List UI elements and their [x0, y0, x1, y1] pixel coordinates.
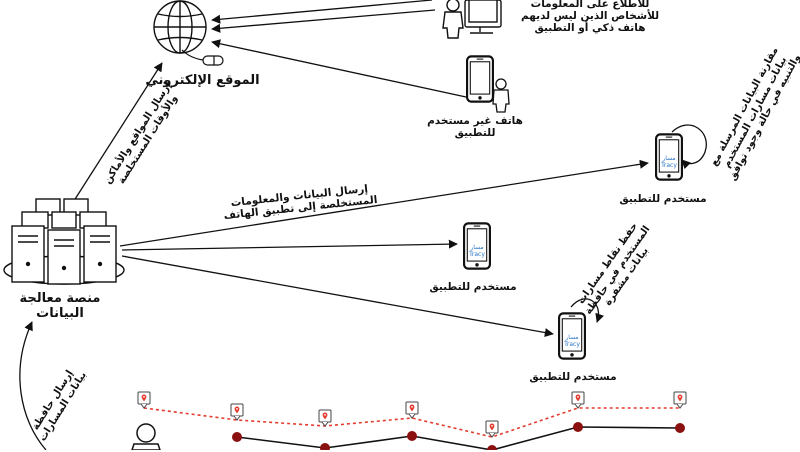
arrow-platform-to-web: [69, 62, 163, 208]
person-icon: [442, 0, 464, 39]
arrow-platform-to-app-3: [121, 255, 554, 338]
app-screen-line1: مسار: [469, 244, 483, 251]
route-node: [487, 445, 497, 450]
non-app-user-line1: هاتف غير مستخدم: [427, 115, 523, 127]
location-pin-icon: [405, 401, 419, 419]
location-pin-icon: [673, 391, 687, 409]
arrow-desktop-to-web-top: [211, 0, 433, 24]
compare-loop-arrow: [671, 124, 707, 170]
arrow-desktop-to-web: [211, 9, 436, 33]
arrow-phone-to-web: [211, 39, 467, 98]
server-cluster-icon: [3, 198, 125, 285]
location-pin-icon: [571, 391, 585, 409]
route-node: [320, 443, 330, 450]
arrow-platform-to-app-2: [121, 239, 458, 251]
route-node: [675, 423, 685, 433]
non-app-user-line2: للتطبيق: [454, 127, 496, 140]
person-icon: [492, 78, 510, 113]
platform-label-line1: منصة معالجة: [19, 291, 101, 306]
non-app-user-label: هاتف غير مستخدم للتطبيق: [415, 115, 535, 139]
desktop-user-line2: للأشخاص الذين ليس لديهم: [520, 10, 660, 23]
route-node: [573, 422, 583, 432]
platform-label-line2: البيانات: [36, 305, 84, 321]
app-user-3-label: مستخدم للتطبيق: [529, 371, 617, 383]
arrows: [19, 0, 707, 450]
route-solid-line: [236, 426, 681, 450]
app-phone-3: مسار Tracy: [558, 312, 586, 360]
desktop-user-line1: للاطلاع على المعلومات: [530, 0, 650, 10]
person-icon: [131, 423, 161, 450]
save-loop-arrow: [570, 298, 604, 323]
location-pin-icon: [137, 391, 151, 409]
location-pin-icon: [318, 409, 332, 427]
desktop-user-label: للاطلاع على المعلومات للأشخاص الذين ليس …: [505, 0, 675, 34]
smartphone-icon: [466, 55, 494, 103]
app-screen-line2: Tracy: [660, 162, 677, 169]
app-phone-2: مسار Tracy: [463, 222, 491, 270]
app-phone-1: مسار Tracy: [655, 133, 683, 181]
route-node: [232, 432, 242, 442]
arrow-platform-to-app-1: [119, 159, 649, 247]
app-screen-line1: مسار: [661, 155, 675, 162]
app-screen-line1: مسار: [564, 334, 578, 341]
location-pin-icon: [485, 420, 499, 438]
website-label: الموقع الإلكتروني: [145, 73, 260, 88]
app-user-2-label: مستخدم للتطبيق: [429, 281, 517, 293]
arrow-paths-to-platform: [19, 321, 47, 450]
desktop-user-line3: هاتف ذكي أو التطبيق: [534, 22, 646, 35]
app-user-1-label: مستخدم للتطبيق: [619, 193, 707, 205]
location-pin-icon: [230, 403, 244, 421]
app-screen-line2: Tracy: [468, 251, 485, 258]
route-node: [407, 431, 417, 441]
mouse-icon: [181, 49, 224, 66]
desktop-computer-icon: [464, 0, 502, 34]
globe-icon: [153, 0, 207, 54]
app-screen-line2: Tracy: [563, 341, 580, 348]
route-layer: [137, 391, 687, 450]
platform-label: منصة معالجة البيانات: [5, 291, 115, 322]
